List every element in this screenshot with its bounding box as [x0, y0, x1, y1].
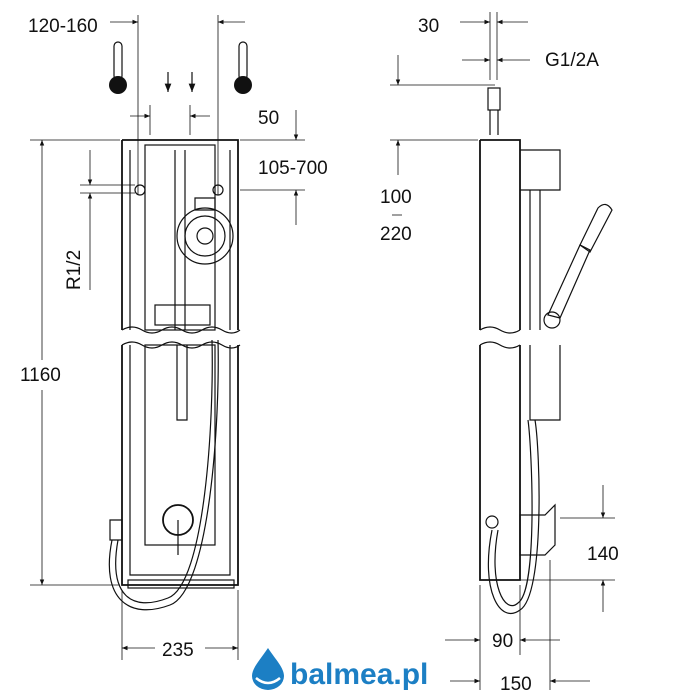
- mixer-lever-icon: [519, 503, 556, 556]
- dim-inlet-spacing: 120-160: [28, 16, 98, 37]
- inlet-cold-icon: [134, 184, 146, 196]
- shower-head-icon: [176, 207, 234, 265]
- dim-depth-body: 90: [492, 631, 513, 652]
- dim-inlet-width: 30: [418, 16, 439, 37]
- dim-top-min: 100: [380, 187, 412, 208]
- front-view: 120-160 50 105-700 R1/2 1160 235: [20, 15, 328, 661]
- dim-width: 235: [162, 640, 194, 661]
- dim-wall-range: 105-700: [258, 158, 328, 179]
- dim-connection: G1/2A: [545, 50, 599, 71]
- balmea-logo: balmea.pl: [252, 648, 428, 691]
- dim-height: 1160: [20, 365, 61, 386]
- hot-thermometer-icon: [234, 41, 252, 94]
- dim-thread: R1/2: [64, 250, 85, 290]
- hand-shower-icon: [543, 203, 613, 329]
- dim-mixer-height: 140: [587, 544, 619, 565]
- inlet-connector-icon: [487, 87, 501, 111]
- cold-thermometer-icon: [109, 41, 127, 94]
- dim-top-max: 220: [380, 224, 412, 245]
- dim-depth-total: 150: [500, 674, 532, 695]
- water-drop-icon: [252, 648, 284, 690]
- logo-text: balmea.pl: [290, 658, 428, 691]
- dim-offset: 50: [258, 108, 279, 129]
- flow-down-arrows-icon: [164, 72, 196, 92]
- side-view: 30 G1/2A 100 220 140 90 150: [380, 12, 619, 695]
